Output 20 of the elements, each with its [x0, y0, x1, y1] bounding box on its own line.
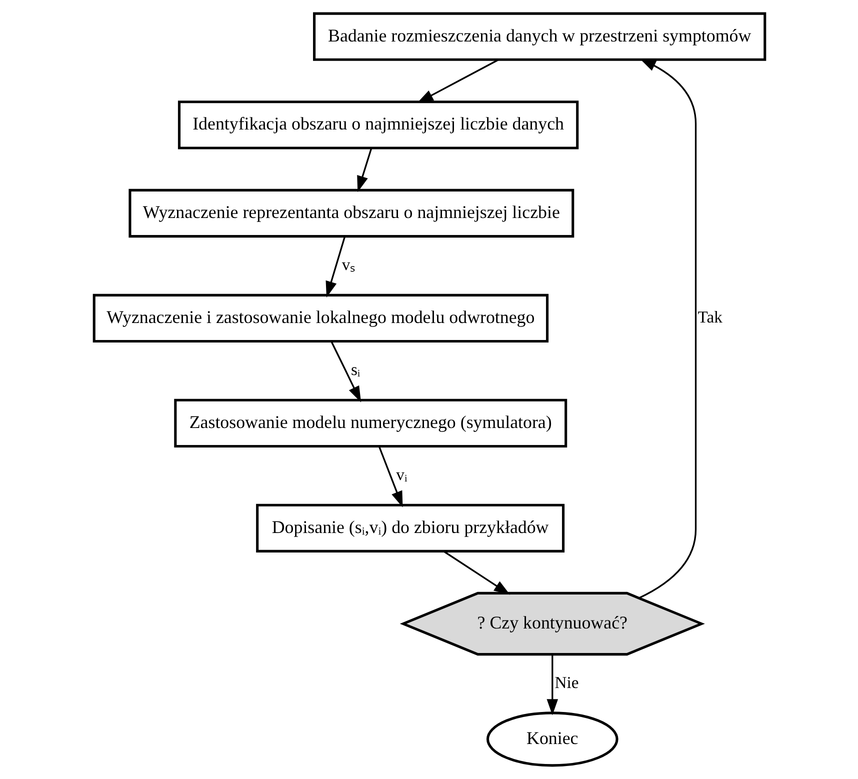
arrow — [442, 550, 510, 595]
arrow — [330, 341, 361, 402]
node-ellipse: Koniec — [486, 712, 618, 767]
node-box: Badanie rozmieszczenia danych w przestrzeni symptomów — [312, 12, 766, 61]
arrow — [546, 654, 558, 716]
node-box: Zastosowanie modelu numerycznego (symulatora) — [174, 398, 567, 448]
edge-label: Tak — [697, 308, 722, 327]
arrow — [325, 236, 346, 298]
edge-label: vₛ — [341, 255, 355, 274]
node-box: Wyznaczenie reprezentanta obszaru o najmniejszej liczbie — [128, 188, 574, 238]
edge-label: vᵢ — [396, 465, 407, 484]
edge-label: Nie — [554, 672, 578, 692]
arrow — [416, 59, 498, 103]
node-box: Identyfikacja obszaru o najmniejszej liczbie danych — [177, 100, 578, 150]
node-box: Wyznaczenie i zastosowanie lokalnego modelu odwrotnego — [92, 294, 548, 343]
edge-label: sᵢ — [350, 360, 360, 380]
arrow — [378, 446, 402, 508]
node-box: Dopisanie (sᵢ,vᵢ) do zbioru przykładów — [256, 504, 564, 552]
arrow — [356, 148, 372, 192]
arrow — [638, 58, 696, 599]
